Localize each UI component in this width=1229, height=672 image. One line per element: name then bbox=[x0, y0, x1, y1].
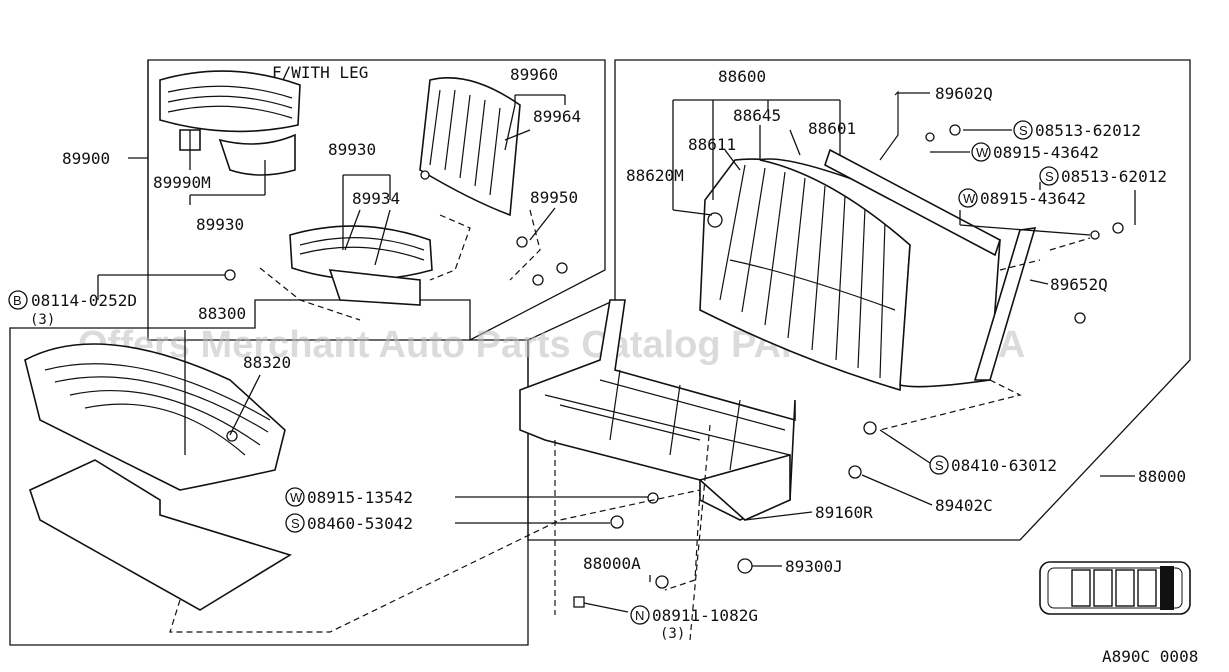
label-89930-top: 89930 bbox=[328, 140, 376, 159]
label-89930-bottom: 89930 bbox=[196, 215, 244, 234]
inset-seat-with-leg bbox=[159, 70, 568, 321]
panel-outlines bbox=[9, 59, 1191, 646]
s-symbol-circle-c bbox=[285, 513, 305, 533]
label-89934: 89934 bbox=[352, 189, 400, 208]
w-symbol-c: W bbox=[290, 490, 303, 505]
w-symbol-circle-b bbox=[958, 188, 978, 208]
w-symbol-b: W bbox=[963, 191, 976, 206]
label-88600: 88600 bbox=[718, 67, 766, 86]
label-08114-qty: (3) bbox=[30, 312, 55, 328]
seat-frame bbox=[519, 299, 862, 641]
vehicle-locator-icon bbox=[1039, 561, 1191, 615]
label-89900: 89900 bbox=[62, 149, 110, 168]
leader-lines bbox=[97, 92, 1136, 613]
n-symbol: N bbox=[635, 608, 644, 623]
label-88300: 88300 bbox=[198, 304, 246, 323]
label-89602q: 89602Q bbox=[935, 84, 993, 103]
label-08915-a: 08915-43642 bbox=[993, 143, 1099, 162]
label-08460: 08460-53042 bbox=[307, 514, 413, 533]
label-89402c: 89402C bbox=[935, 496, 993, 515]
label-f-with-leg: F/WITH LEG bbox=[272, 63, 368, 82]
w-symbol-circle-a bbox=[971, 142, 991, 162]
label-08911-qty: (3) bbox=[660, 626, 685, 642]
label-88645: 88645 bbox=[733, 106, 781, 125]
label-88320: 88320 bbox=[243, 353, 291, 372]
s-symbol-circle-b bbox=[1039, 166, 1059, 186]
label-89300j: 89300J bbox=[785, 557, 843, 576]
bench-cushion bbox=[24, 343, 701, 633]
label-08410: 08410-63012 bbox=[951, 456, 1057, 475]
label-88000: 88000 bbox=[1138, 467, 1186, 486]
s-symbol-circle-d bbox=[929, 455, 949, 475]
label-08915-b: 08915-43642 bbox=[980, 189, 1086, 208]
label-08114: 08114-0252D bbox=[31, 291, 137, 310]
label-08513-a: 08513-62012 bbox=[1035, 121, 1141, 140]
w-symbol-a: W bbox=[976, 145, 989, 160]
b-symbol-circle bbox=[8, 290, 28, 310]
label-89160r: 89160R bbox=[815, 503, 873, 522]
s-symbol-a: S bbox=[1019, 123, 1028, 138]
label-88620m: 88620M bbox=[626, 166, 684, 185]
label-ref-code: A890C 0008 bbox=[1102, 647, 1198, 666]
label-88000a: 88000A bbox=[583, 554, 641, 573]
label-08911: 08911-1082G bbox=[652, 606, 758, 625]
s-symbol-d: S bbox=[935, 458, 944, 473]
label-88601: 88601 bbox=[808, 119, 856, 138]
label-08513-b: 08513-62012 bbox=[1061, 167, 1167, 186]
label-89960: 89960 bbox=[510, 65, 558, 84]
label-89950: 89950 bbox=[530, 188, 578, 207]
b-symbol: B bbox=[13, 293, 22, 308]
s-symbol-c: S bbox=[291, 516, 300, 531]
fastener-labels: B 08114-0252D (3) S 08513-62012 W 08915-… bbox=[8, 120, 1167, 642]
w-symbol-circle-c bbox=[285, 487, 305, 507]
n-symbol-circle bbox=[630, 605, 650, 625]
label-89990m: 89990M bbox=[153, 173, 211, 192]
label-89964: 89964 bbox=[533, 107, 581, 126]
part-labels: F/WITH LEG 89960 89964 89900 89930 89934… bbox=[62, 63, 1198, 666]
label-88611: 88611 bbox=[688, 135, 736, 154]
s-symbol-b: S bbox=[1045, 169, 1054, 184]
rear-seat-assembly bbox=[699, 90, 1124, 435]
s-symbol-circle-a bbox=[1013, 120, 1033, 140]
label-08915-13542: 08915-13542 bbox=[307, 488, 413, 507]
label-89652q: 89652Q bbox=[1050, 275, 1108, 294]
